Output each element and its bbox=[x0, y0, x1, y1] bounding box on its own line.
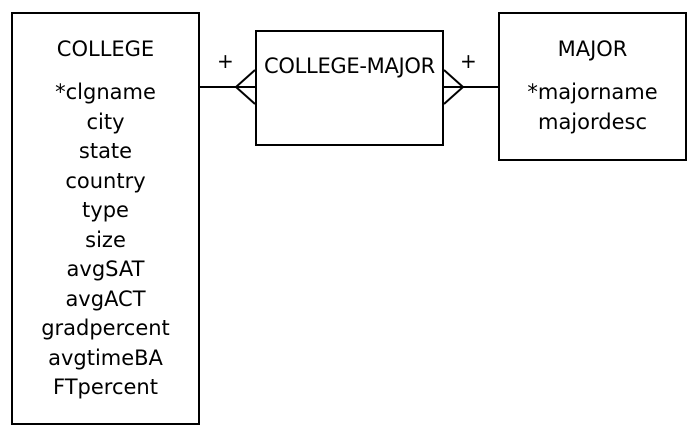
attribute: majordesc bbox=[537, 109, 647, 134]
cardinality-one-right: + bbox=[460, 49, 477, 73]
entity-college-major-title: COLLEGE-MAJOR bbox=[264, 54, 435, 78]
crow-foot-left-icon bbox=[234, 69, 256, 105]
relationship-college-to-college-major bbox=[200, 69, 256, 105]
cardinality-one-left: + bbox=[217, 49, 234, 73]
entity-college-attributes: *clgname city state country type size av… bbox=[13, 78, 198, 403]
entity-college: COLLEGE *clgname city state country type… bbox=[11, 12, 200, 425]
attribute: FTpercent bbox=[53, 375, 158, 399]
attribute: type bbox=[82, 198, 129, 222]
attribute: state bbox=[78, 139, 133, 163]
attribute: avgACT bbox=[65, 286, 146, 311]
attribute: avgtimeBA bbox=[48, 345, 163, 370]
entity-college-title: COLLEGE bbox=[56, 37, 155, 61]
attribute: country bbox=[65, 168, 146, 193]
entity-college-major: COLLEGE-MAJOR bbox=[255, 30, 444, 146]
crow-foot-right-icon bbox=[443, 69, 465, 105]
attribute: *clgname bbox=[55, 80, 156, 104]
entity-major-attributes: *majorname majordesc bbox=[500, 78, 685, 137]
attribute: avgSAT bbox=[66, 257, 145, 281]
attribute: *majorname bbox=[527, 80, 658, 104]
entity-major: MAJOR *majorname majordesc bbox=[498, 12, 687, 161]
relationship-major-to-college-major bbox=[443, 69, 498, 105]
attribute: gradpercent bbox=[41, 316, 170, 340]
attribute: city bbox=[86, 109, 125, 134]
entity-major-title: MAJOR bbox=[557, 37, 628, 61]
attribute: size bbox=[85, 227, 126, 252]
